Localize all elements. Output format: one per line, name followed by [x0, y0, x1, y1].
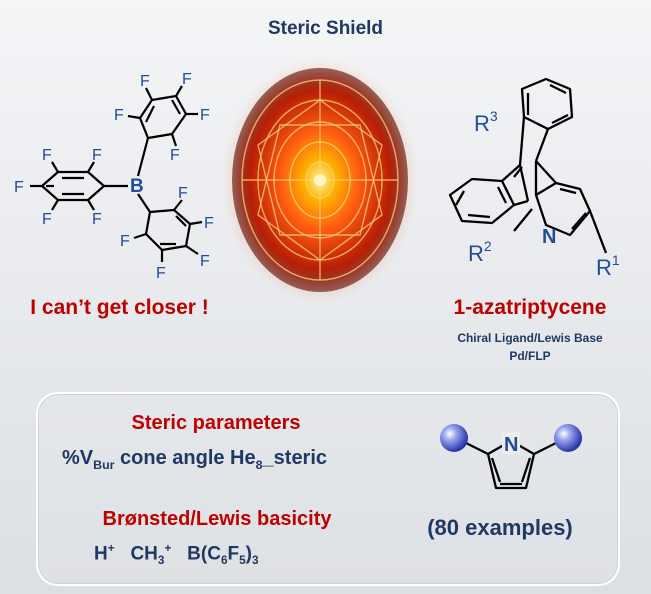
- fluorine-atom: F: [182, 71, 192, 88]
- boron-atom: B: [130, 176, 144, 197]
- top-aryl-ring: [520, 77, 574, 131]
- shield-orb: [222, 58, 418, 302]
- azatriptycene-structure: R3 R2 R1 N: [448, 77, 620, 280]
- borane-structure: B F F F F F F F F F F F F F F F: [14, 71, 214, 282]
- fluorine-atom: F: [170, 147, 180, 164]
- fluorine-atom: F: [156, 265, 166, 282]
- r1-label: R1: [596, 252, 620, 280]
- fluorine-atom: F: [92, 211, 102, 228]
- r3-label: R3: [474, 108, 498, 136]
- pyridine-nitrogen: N: [504, 434, 518, 456]
- steric-heading: Steric parameters: [131, 412, 301, 434]
- right-subcaption: Chiral Ligand/Lewis Base: [457, 331, 603, 345]
- fluorine-atom: F: [120, 233, 130, 250]
- fluorine-atom: F: [140, 73, 150, 90]
- top-ring: [138, 94, 188, 140]
- fluorine-atom: F: [14, 179, 24, 196]
- fluorine-atom: F: [42, 147, 52, 164]
- fluorine-atom: F: [204, 215, 214, 232]
- pyridine-structure: N: [440, 424, 582, 490]
- acids-line: H+ CH3+ B(C6F5)3: [94, 542, 259, 568]
- fluorine-atom: F: [200, 253, 210, 270]
- fluorine-atom: F: [114, 107, 124, 124]
- substituent-sphere: [554, 424, 582, 452]
- fluorine-atom: F: [200, 107, 210, 124]
- examples-count: (80 examples): [427, 515, 573, 540]
- title: Steric Shield: [267, 18, 384, 39]
- r2-label: R2: [468, 238, 492, 266]
- steric-parameters-line: %VBur cone angle He8_steric: [62, 447, 328, 472]
- right-caption: 1-azatriptycene: [453, 296, 607, 319]
- fluorine-atom: F: [178, 185, 188, 202]
- left-caption: I can’t get closer !: [30, 296, 209, 319]
- fluorine-atom: F: [42, 211, 52, 228]
- substituent-sphere: [440, 424, 468, 452]
- right-subcaption-2: Pd/FLP: [509, 349, 551, 363]
- basicity-heading: Brønsted/Lewis basicity: [102, 508, 332, 530]
- nitrogen-atom: N: [542, 226, 556, 248]
- fluorine-atom: F: [92, 147, 102, 164]
